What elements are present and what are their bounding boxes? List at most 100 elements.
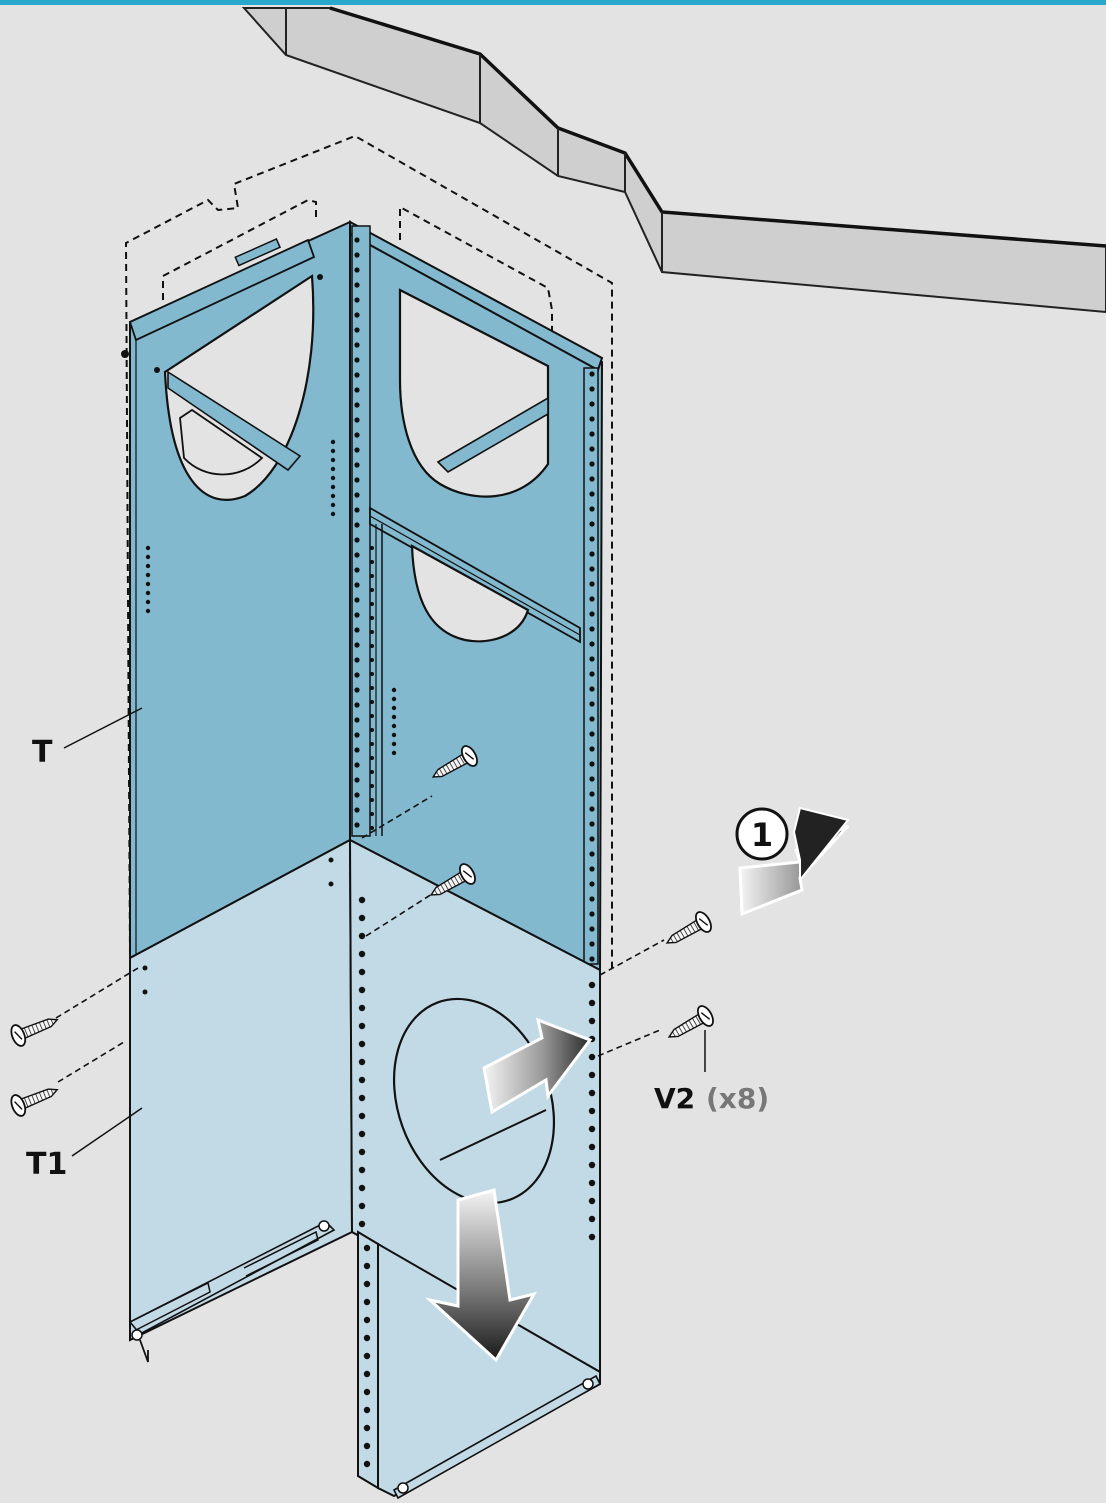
screw-hole (588, 1197, 596, 1205)
screw-hole (358, 950, 366, 958)
direction-arrow-icon (738, 806, 850, 917)
screw-icon (10, 1088, 59, 1117)
screw-icon (431, 745, 478, 778)
screw-hole (358, 1112, 366, 1120)
screw-hole (358, 1040, 366, 1048)
screw-hole (589, 596, 595, 602)
screw-hole (330, 448, 336, 454)
screw-hole (358, 1184, 366, 1192)
screw-hole (588, 1233, 596, 1241)
screw-hole (358, 986, 366, 994)
screw-hole (354, 747, 360, 753)
screw-hole (588, 1143, 596, 1151)
screw-hole (358, 1166, 366, 1174)
screw-hole (589, 446, 595, 452)
screw-hole (589, 566, 595, 572)
step-number: 1 (751, 816, 773, 854)
screw-hole (588, 1089, 596, 1097)
label-screw-code: V2 (654, 1082, 695, 1115)
screw-hole (358, 1076, 366, 1084)
dashed-outline (124, 134, 613, 970)
screw-hole (589, 791, 595, 797)
screw-hole (354, 297, 360, 303)
screw-hole (370, 602, 374, 606)
screw-hole (588, 999, 596, 1007)
screw-hole (354, 522, 360, 528)
screw-hole (589, 611, 595, 617)
screw-hole (358, 1004, 366, 1012)
screw-hole (354, 657, 360, 663)
screw-hole (145, 599, 151, 605)
screw-hole (354, 402, 360, 408)
screw-hole (370, 784, 374, 788)
screw-hole (589, 731, 595, 737)
screw-hole (354, 282, 360, 288)
screw-hole (354, 762, 360, 768)
screw-hole (354, 327, 360, 333)
screw-hole (370, 770, 374, 774)
screw-hole (358, 1094, 366, 1102)
screw-hole (363, 1406, 371, 1414)
screw-hole (363, 1244, 371, 1252)
screw-hole (354, 807, 360, 813)
screw-hole (330, 475, 336, 481)
screw-hole (589, 506, 595, 512)
screw-hole (589, 821, 595, 827)
screw-hole (588, 1071, 596, 1079)
screw-hole (354, 432, 360, 438)
screw-hole (370, 826, 374, 830)
screw-hole (589, 626, 595, 632)
direction-arrow-icon (482, 1017, 593, 1115)
direction-arrow-icon (424, 1188, 538, 1363)
screw-hole (330, 484, 336, 490)
screw-icon (667, 1005, 714, 1038)
screw-hole (354, 312, 360, 318)
screw-hole (354, 597, 360, 603)
screw-hole (391, 732, 397, 738)
screw-hole (588, 1053, 596, 1061)
screws (10, 745, 714, 1117)
screw-hole (358, 1022, 366, 1030)
screw-hole (588, 1017, 596, 1025)
duct-panel-right (349, 220, 604, 972)
screw-hole (589, 581, 595, 587)
screw-hole (330, 466, 336, 472)
screw-hole (354, 252, 360, 258)
screw-hole (354, 702, 360, 708)
screw-hole (370, 700, 374, 704)
screw-hole (391, 705, 397, 711)
screw-hole (589, 551, 595, 557)
label-extension: T1 (26, 1147, 67, 1182)
screw-hole (363, 1262, 371, 1270)
screw-hole (589, 416, 595, 422)
screw-guide-lines (55, 795, 665, 1083)
screw-hole (354, 447, 360, 453)
screw-hole (589, 761, 595, 767)
top-rule (0, 0, 1106, 5)
screw-hole (363, 1334, 371, 1342)
screw-hole (589, 461, 595, 467)
screw-hole (354, 672, 360, 678)
screw-hole (588, 1179, 596, 1187)
screw-hole (354, 822, 360, 828)
screw-hole (354, 357, 360, 363)
screw-hole (589, 746, 595, 752)
screw-hole (589, 776, 595, 782)
screw-hole (391, 696, 397, 702)
leader-lines (63, 707, 706, 1157)
screw-hole (370, 798, 374, 802)
screw-hole (391, 750, 397, 756)
screw-hole (354, 492, 360, 498)
screw-hole (354, 342, 360, 348)
screw-hole (589, 806, 595, 812)
screw-hole (145, 581, 151, 587)
screw-hole-rows (145, 237, 596, 1468)
screw-hole (370, 714, 374, 718)
screw-hole (370, 616, 374, 620)
screw-hole (330, 502, 336, 508)
screw-hole (391, 741, 397, 747)
screw-hole (354, 462, 360, 468)
screw-hole (363, 1388, 371, 1396)
